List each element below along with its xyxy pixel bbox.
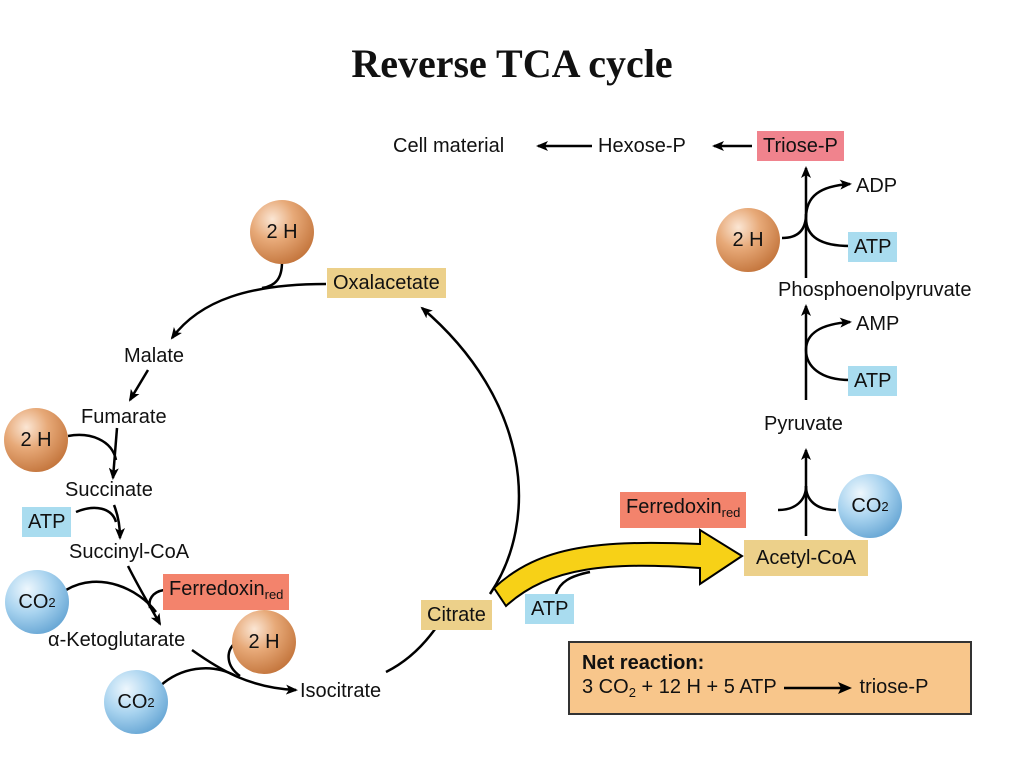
- pep-label: Phosphoenolpyruvate: [778, 279, 972, 301]
- co2-text: CO: [18, 590, 49, 613]
- arrow-succinylcoa-to-akg: [126, 565, 162, 626]
- citrate-box: Citrate: [421, 600, 492, 630]
- hexose-p-label: Hexose-P: [598, 135, 686, 157]
- co2-text: CO: [851, 494, 882, 517]
- arrow-h2-to-pep: [781, 213, 808, 240]
- alpha-ketoglutarate-label: α-Ketoglutarate: [48, 629, 186, 651]
- atp-box-pep: ATP: [848, 232, 898, 262]
- triose-p-box: Triose-P: [757, 131, 844, 161]
- arrow-co2b-to-isocitrate: [159, 667, 237, 687]
- succinate-label: Succinate: [65, 479, 153, 501]
- arrow-atp-to-adp: [804, 179, 852, 248]
- pyruvate-label: Pyruvate: [764, 413, 843, 435]
- arrow-h2-to-oxalacetate: [261, 261, 284, 290]
- arrow-ferredoxin-join: [777, 485, 808, 512]
- arrow-co2-to-akg: [65, 580, 158, 613]
- arrow-succinate-to-succinylcoa: [112, 504, 125, 540]
- arrow-oxalacetate-to-malate: [170, 282, 327, 340]
- arrow-h2-to-fumarate: [67, 433, 118, 461]
- equation-arrow-icon: [783, 681, 852, 694]
- net-reaction-equation: 3 CO2 + 12 H + 5 ATP triose-P: [582, 675, 958, 705]
- atp-box-pyruvate: ATP: [848, 366, 898, 396]
- h2-ball-left: 2 H: [4, 408, 68, 472]
- atp-box-succinate: ATP: [22, 507, 72, 537]
- equation-co2-sub: 2: [628, 685, 636, 700]
- amp-label: AMP: [856, 313, 900, 335]
- h2-label: 2 H: [732, 228, 764, 251]
- arrow-atp-to-bigarrow: [554, 570, 591, 595]
- ferredoxin-box-right: Ferredoxinred: [620, 492, 747, 528]
- arrow-ferredoxin-to-akg: [148, 588, 165, 609]
- h2-ball-bottom: 2 H: [232, 610, 296, 674]
- ferredoxin-sub: red: [721, 505, 741, 520]
- page-title: Reverse TCA cycle: [351, 41, 673, 86]
- big-yellow-arrow: [492, 528, 744, 608]
- adp-label: ADP: [856, 175, 898, 197]
- co2-sub: 2: [48, 594, 56, 610]
- net-reaction-box: Net reaction: 3 CO2 + 12 H + 5 ATP trios…: [568, 641, 972, 715]
- arrow-co2-join: [804, 485, 837, 512]
- oxalacetate-box: Oxalacetate: [327, 268, 446, 298]
- arrow-citrate-to-oxalacetate: [420, 306, 521, 595]
- equation-co2: 3 CO: [582, 676, 629, 698]
- ferredoxin-box-left: Ferredoxinred: [163, 574, 290, 610]
- net-reaction-heading: Net reaction:: [582, 652, 705, 674]
- ferredoxin-text: Ferredoxin: [169, 578, 265, 600]
- fumarate-label: Fumarate: [81, 406, 167, 428]
- acetyl-coa-box: Acetyl-CoA: [744, 540, 869, 576]
- h2-label: 2 H: [20, 428, 52, 451]
- succinyl-coa-label: Succinyl-CoA: [69, 541, 190, 563]
- h2-ball-top: 2 H: [250, 200, 314, 264]
- h2-label: 2 H: [248, 630, 280, 653]
- equation-reactants: + 12 H + 5 ATP: [635, 676, 777, 698]
- cell-material-label: Cell material: [393, 135, 505, 157]
- arrow-malate-to-fumarate: [128, 369, 150, 402]
- h2-label: 2 H: [266, 220, 298, 243]
- atp-box-citrate: ATP: [525, 594, 575, 624]
- malate-label: Malate: [124, 345, 185, 367]
- arrow-atp-to-succinylcoa: [75, 506, 118, 523]
- equation-product: triose-P: [859, 676, 929, 698]
- co2-sub: 2: [881, 498, 889, 514]
- h2-ball-pep: 2 H: [716, 208, 780, 272]
- co2-text: CO: [117, 690, 148, 713]
- ferredoxin-text: Ferredoxin: [626, 496, 722, 518]
- arrow-atp-to-amp: [804, 317, 852, 382]
- isocitrate-label: Isocitrate: [300, 680, 382, 702]
- arrow-akg-to-isocitrate: [191, 648, 298, 695]
- co2-sub: 2: [147, 694, 155, 710]
- ferredoxin-sub: red: [264, 587, 284, 602]
